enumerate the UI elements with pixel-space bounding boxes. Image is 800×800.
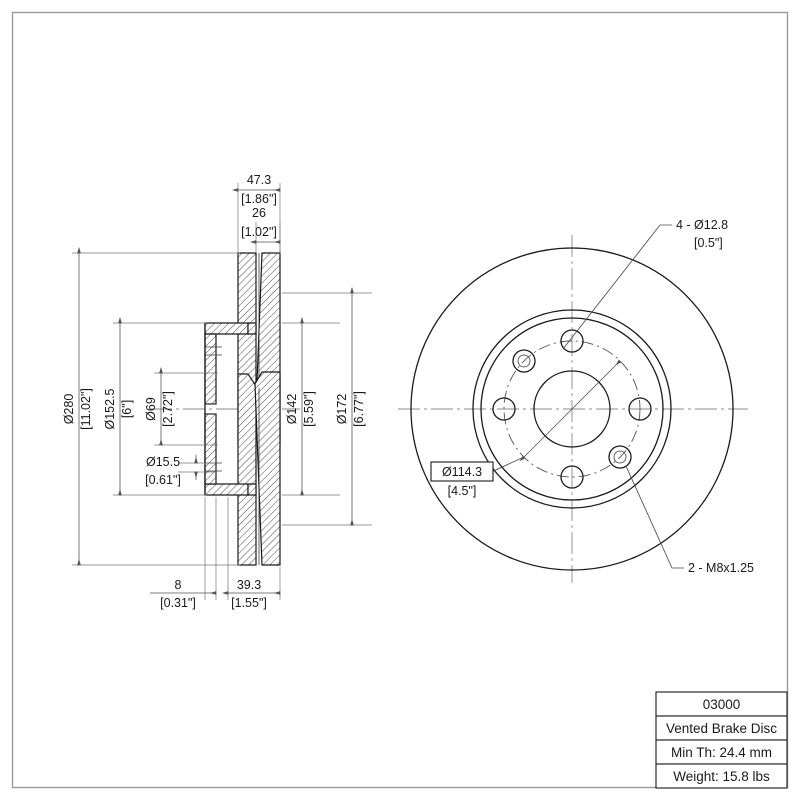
hub-rotor-joint-upper	[247, 322, 257, 335]
hub-flange-upper	[204, 322, 249, 335]
disc-hat-outer-circle	[480, 317, 664, 501]
dim-offset: 39.3 [1.55"]	[221, 497, 281, 610]
dim-bolt-circle-mm: Ø114.3	[442, 465, 482, 479]
lug-hole-bottom	[560, 465, 584, 489]
dim-outer-diameter-in: [11.02"]	[79, 388, 93, 430]
dim-inner-ring-diameter: Ø142 [5.59"]	[282, 316, 340, 496]
dim-outer-diameter-mm: Ø280	[62, 394, 76, 425]
title-block: 03000 Vented Brake Disc Min Th: 24.4 mm …	[655, 691, 788, 789]
dim-mid-ring-diameter: Ø172 [6.77"]	[282, 286, 372, 526]
dim-overall-width-in: [1.86"]	[241, 192, 277, 206]
threaded-callout-leader	[625, 465, 684, 569]
dim-small-hole-in: [0.61"]	[145, 473, 181, 487]
dim-hat-diameter: Ø152.5 [6"]	[103, 316, 207, 496]
title-block-description: Vented Brake Disc	[666, 721, 777, 736]
bolt-circle-leader	[488, 456, 525, 474]
hub-wall-lower	[204, 413, 217, 485]
dim-bore-diameter-mm: Ø69	[144, 397, 158, 421]
dim-plate-width-mm: 26	[252, 206, 266, 220]
hub-section-lower	[204, 413, 257, 496]
title-block-row-min-thickness	[655, 739, 788, 765]
dim-hat-diameter-in: [6"]	[120, 400, 134, 418]
callout-lug-holes: 4 - Ø12.8 [0.5"]	[562, 218, 728, 350]
callout-lug-line2: [0.5"]	[694, 236, 723, 250]
sheet-border	[11, 11, 789, 789]
dim-offset-mm: 39.3	[237, 578, 261, 592]
bolt-circle-dim-line	[519, 359, 622, 462]
title-block-row-part-number	[655, 691, 788, 717]
disc-outer-circle	[410, 247, 734, 571]
dim-bore-diameter-in: [2.72"]	[161, 391, 175, 427]
dim-mid-ring-mm: Ø172	[335, 394, 349, 425]
dim-plate-width-in: [1.02"]	[241, 225, 277, 239]
dim-hat-depth: 8 [0.31"]	[150, 497, 217, 610]
title-block-row-description	[655, 715, 788, 741]
title-block-row-weight	[655, 763, 788, 789]
dim-bolt-circle: Ø114.3 [4.5"]	[430, 359, 622, 498]
hub-section-upper	[204, 322, 257, 405]
dim-plate-width: 26 [1.02"]	[241, 206, 281, 253]
hub-flange-lower	[204, 483, 249, 496]
rotor-inner-plate-lower	[237, 373, 257, 566]
hub-wall-upper	[204, 333, 217, 405]
title-block-part-number: 03000	[703, 697, 741, 712]
dim-inner-ring-mm: Ø142	[285, 394, 299, 425]
dim-bolt-circle-in: [4.5"]	[448, 484, 477, 498]
callout-threaded-holes: 2 - M8x1.25	[625, 465, 754, 575]
lug-holes	[492, 329, 652, 489]
dim-offset-in: [1.55"]	[231, 596, 267, 610]
dim-hat-diameter-mm: Ø152.5	[103, 388, 117, 429]
dim-bore-diameter: Ø69 [2.72"]	[144, 366, 218, 446]
lug-hole-top	[560, 329, 584, 353]
dim-hat-depth-mm: 8	[175, 578, 182, 592]
section-view: 47.3 [1.86"] 26 [1.02"] Ø280 [11.02"] Ø1…	[62, 173, 372, 610]
dim-overall-width-mm: 47.3	[247, 173, 271, 187]
hub-rotor-joint-lower	[247, 483, 257, 496]
callout-lug-line1: 4 - Ø12.8	[676, 218, 728, 232]
rotor-outer-plate-lower	[254, 371, 281, 566]
dim-small-hole-mm: Ø15.5	[146, 455, 180, 469]
bolt-circle	[503, 340, 641, 478]
lug-hole-left	[492, 397, 516, 421]
bolt-circle-basic-frame	[430, 461, 494, 482]
callout-threaded-holes: 2 - M8x1.25	[688, 561, 754, 575]
dim-inner-ring-in: [5.59"]	[302, 391, 316, 427]
dim-outer-diameter: Ø280 [11.02"]	[62, 246, 240, 566]
dim-overall-width: 47.3 [1.86"]	[231, 173, 281, 253]
disc-friction-ring-inner	[472, 309, 672, 509]
lug-hole-right	[628, 397, 652, 421]
lug-callout-leader	[562, 224, 672, 350]
title-block-min-thickness: Min Th: 24.4 mm	[671, 745, 772, 760]
face-view: Ø114.3 [4.5"] 4 - Ø12.8 [0.5"] 2 - M8x1.…	[398, 218, 754, 583]
dim-small-hole-diameter: Ø15.5 [0.61"]	[145, 455, 216, 487]
dim-mid-ring-in: [6.77"]	[352, 391, 366, 427]
dim-hat-depth-in: [0.31"]	[160, 596, 196, 610]
title-block-weight: Weight: 15.8 lbs	[673, 769, 770, 784]
rotor-lower-section	[237, 371, 281, 566]
